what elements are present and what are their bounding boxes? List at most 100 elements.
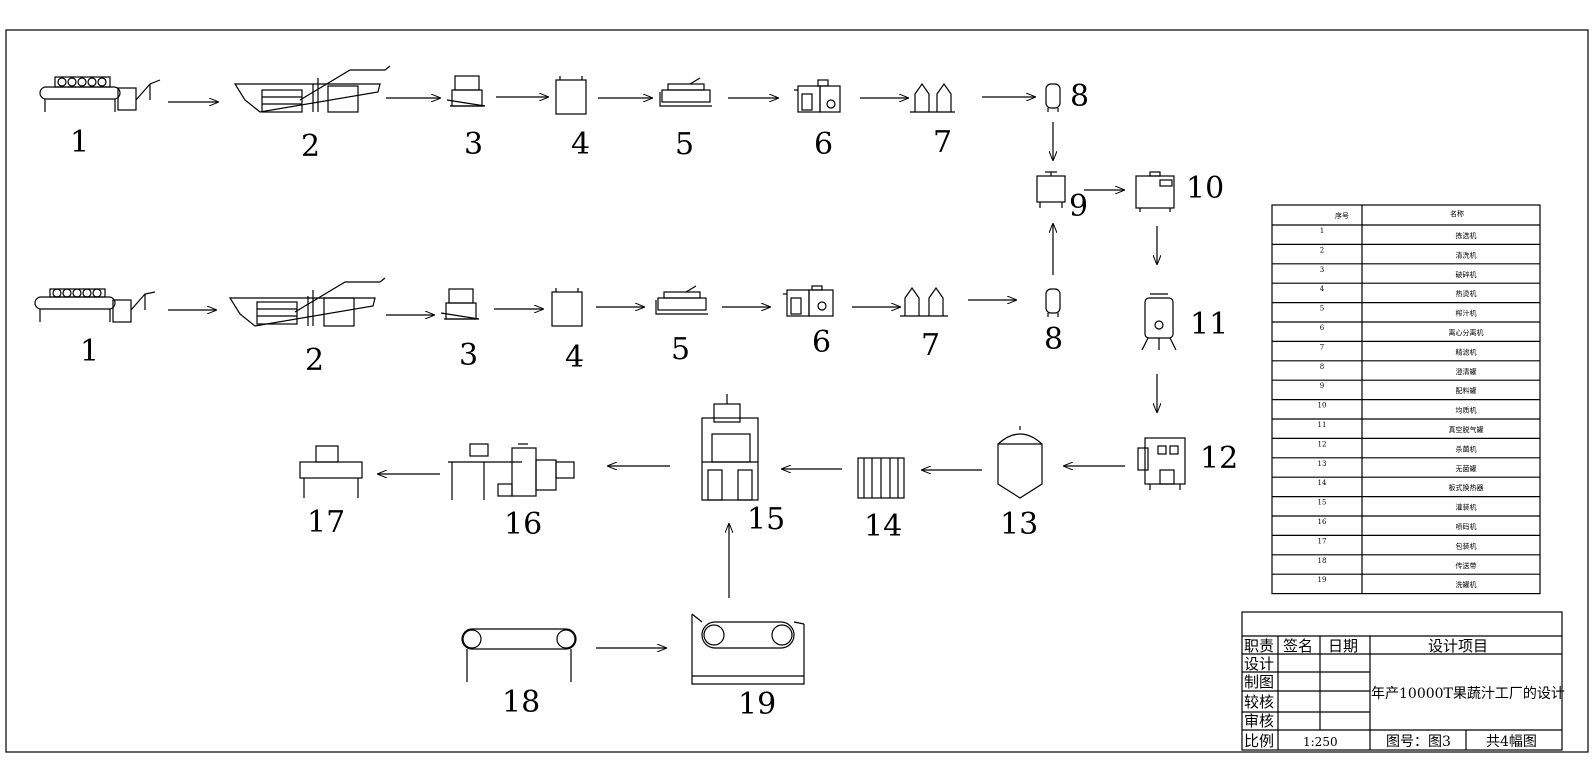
table-row-no: 17 <box>1318 537 1327 545</box>
table-row-no: 1 <box>1320 227 1324 235</box>
table-row-name: 均质机 <box>1456 406 1477 415</box>
table-row-no: 7 <box>1320 343 1324 351</box>
drawing-number: 图号：图3 <box>1386 734 1451 750</box>
conveyor-belt-icon <box>461 628 577 682</box>
table-row-no: 16 <box>1318 518 1327 526</box>
table-row-no: 13 <box>1318 460 1327 468</box>
packing-machine-icon <box>299 445 363 498</box>
table-row-name: 配料罐 <box>1456 386 1477 395</box>
juicer-icon <box>655 285 708 315</box>
table-row-no: 4 <box>1320 285 1325 293</box>
table-row-no: 12 <box>1318 440 1327 448</box>
table-row-name: 破碎机 <box>1456 270 1477 279</box>
table-row-name: 杀菌机 <box>1456 444 1477 453</box>
step-label: 2 <box>305 343 325 378</box>
step-label: 16 <box>504 507 543 542</box>
step-label: 2 <box>301 129 321 164</box>
step-label: 8 <box>1070 79 1090 114</box>
row-check-label: 较核 <box>1244 693 1274 711</box>
table-row-no: 19 <box>1318 576 1327 584</box>
table-row-name: 传送带 <box>1456 561 1477 570</box>
table-row-name: 喷码机 <box>1456 522 1477 531</box>
row-draw-label: 制图 <box>1244 673 1274 691</box>
step-label: 6 <box>814 127 834 162</box>
table-header-no: 序号 <box>1335 211 1349 220</box>
scale-value: 1:250 <box>1303 735 1338 749</box>
can-washer-icon <box>691 613 805 685</box>
step-label: 1 <box>70 125 90 160</box>
step-label: 5 <box>671 332 691 367</box>
step-label: 17 <box>307 505 346 540</box>
clarifying-tank-icon <box>1045 83 1061 112</box>
row-design-label: 设计 <box>1244 655 1274 673</box>
table-row-no: 14 <box>1318 479 1327 487</box>
table-row-no: 8 <box>1320 363 1324 371</box>
row-scale-label: 比例 <box>1244 732 1274 750</box>
col-duty-label: 职责 <box>1244 637 1274 655</box>
step-label: 3 <box>459 338 479 373</box>
clarifying-tank-icon <box>1045 288 1061 317</box>
step-label: 13 <box>1000 507 1039 542</box>
drawing-frame <box>5 29 1589 753</box>
centrifuge-icon <box>794 79 841 113</box>
table-row-no: 15 <box>1318 499 1327 507</box>
step-label: 4 <box>571 127 591 162</box>
table-row-name: 清洗机 <box>1456 250 1477 259</box>
step-label: 3 <box>464 127 484 162</box>
centrifuge-icon <box>783 285 834 317</box>
table-row-name: 澄清罐 <box>1456 367 1477 376</box>
step-label: 4 <box>565 340 585 375</box>
code-printer-icon <box>448 443 575 500</box>
step-label: 18 <box>502 685 541 720</box>
col-sign-label: 签名 <box>1283 637 1313 655</box>
table-row-name: 真空脱气罐 <box>1449 425 1484 434</box>
blancher-icon <box>555 76 587 115</box>
table-row-name: 板式换热器 <box>1449 483 1484 492</box>
table-row-name: 热烫机 <box>1456 289 1477 298</box>
table-row-name: 洗罐机 <box>1456 580 1477 589</box>
step-label: 19 <box>738 687 777 722</box>
step-label: 6 <box>812 325 832 360</box>
sterilizer-icon <box>1137 437 1186 490</box>
step-label: 14 <box>864 509 903 544</box>
step-label: 10 <box>1186 171 1225 206</box>
title-block <box>1241 611 1563 751</box>
table-row-no: 2 <box>1320 246 1324 254</box>
sorting-machine-icon <box>39 76 161 112</box>
crusher-icon <box>440 288 480 320</box>
project-name: 年产10000T果蔬汁工厂的设计 <box>1371 686 1565 702</box>
step-label: 8 <box>1044 322 1064 357</box>
fine-filter-icon <box>900 286 948 317</box>
table-row-name: 包装机 <box>1456 541 1477 550</box>
table-row-name: 无菌罐 <box>1456 464 1477 473</box>
washing-machine-icon <box>233 65 391 113</box>
fine-filter-icon <box>910 82 955 113</box>
step-label: 1 <box>80 334 100 369</box>
step-label: 7 <box>933 125 953 160</box>
plate-heat-exchanger-icon <box>857 457 905 499</box>
table-header-name: 名称 <box>1450 209 1464 218</box>
crusher-icon <box>446 75 486 107</box>
sheet-count: 共4幅图 <box>1486 734 1537 750</box>
table-row-name: 榨汁机 <box>1456 309 1477 318</box>
table-row-no: 5 <box>1320 305 1324 313</box>
step-label: 12 <box>1200 441 1239 476</box>
step-label: 9 <box>1069 189 1089 224</box>
row-review-label: 审核 <box>1244 712 1274 730</box>
aseptic-tank-icon <box>997 426 1043 499</box>
step-label: 7 <box>921 328 941 363</box>
table-row-no: 3 <box>1320 266 1324 274</box>
washing-machine-icon <box>228 277 386 327</box>
sorting-machine-icon <box>34 288 156 323</box>
table-row-no: 9 <box>1320 382 1324 390</box>
juicer-icon <box>659 77 712 107</box>
table-row-no: 18 <box>1318 557 1327 565</box>
filling-machine-icon <box>701 394 759 501</box>
table-row-no: 6 <box>1320 324 1325 332</box>
equipment-table: 序号名称1拣选机2清洗机3破碎机4热烫机5榨汁机6离心分离机7精滤机8澄清罐9配… <box>1271 204 1541 595</box>
col-date-label: 日期 <box>1328 637 1358 655</box>
homogenizer-icon <box>1135 171 1175 212</box>
table-row-no: 11 <box>1318 421 1327 429</box>
step-label: 11 <box>1190 307 1229 342</box>
